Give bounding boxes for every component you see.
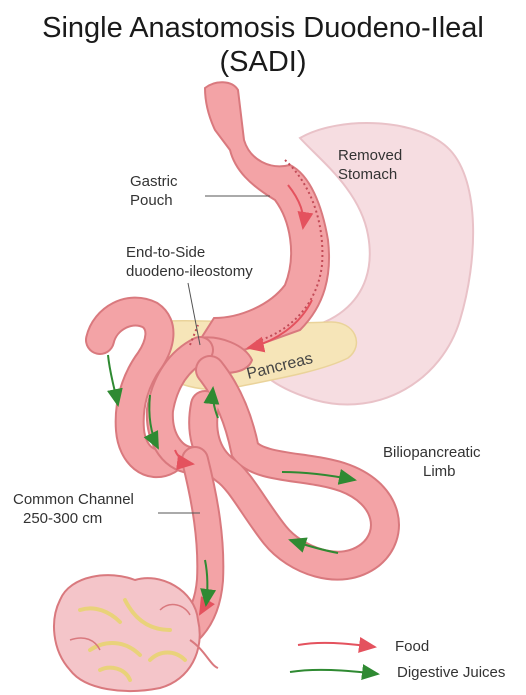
common-channel-label: Common Channel 250-300 cm xyxy=(13,490,134,528)
removed-stomach-label: Removed Stomach xyxy=(338,146,402,184)
legend-juice-label: Digestive Juices xyxy=(397,663,505,682)
legend-juice-arrow xyxy=(290,670,378,674)
colon-shape xyxy=(54,575,218,691)
anastomosis-label: End-to-Side duodeno-ileostomy xyxy=(126,243,253,281)
gastric-pouch-shape xyxy=(200,82,329,351)
gastric-pouch-label: Gastric Pouch xyxy=(130,172,178,210)
legend-food-label: Food xyxy=(395,637,429,656)
biliopancreatic-limb-label: Biliopancreatic Limb xyxy=(383,443,481,481)
legend-food-arrow xyxy=(298,643,375,647)
